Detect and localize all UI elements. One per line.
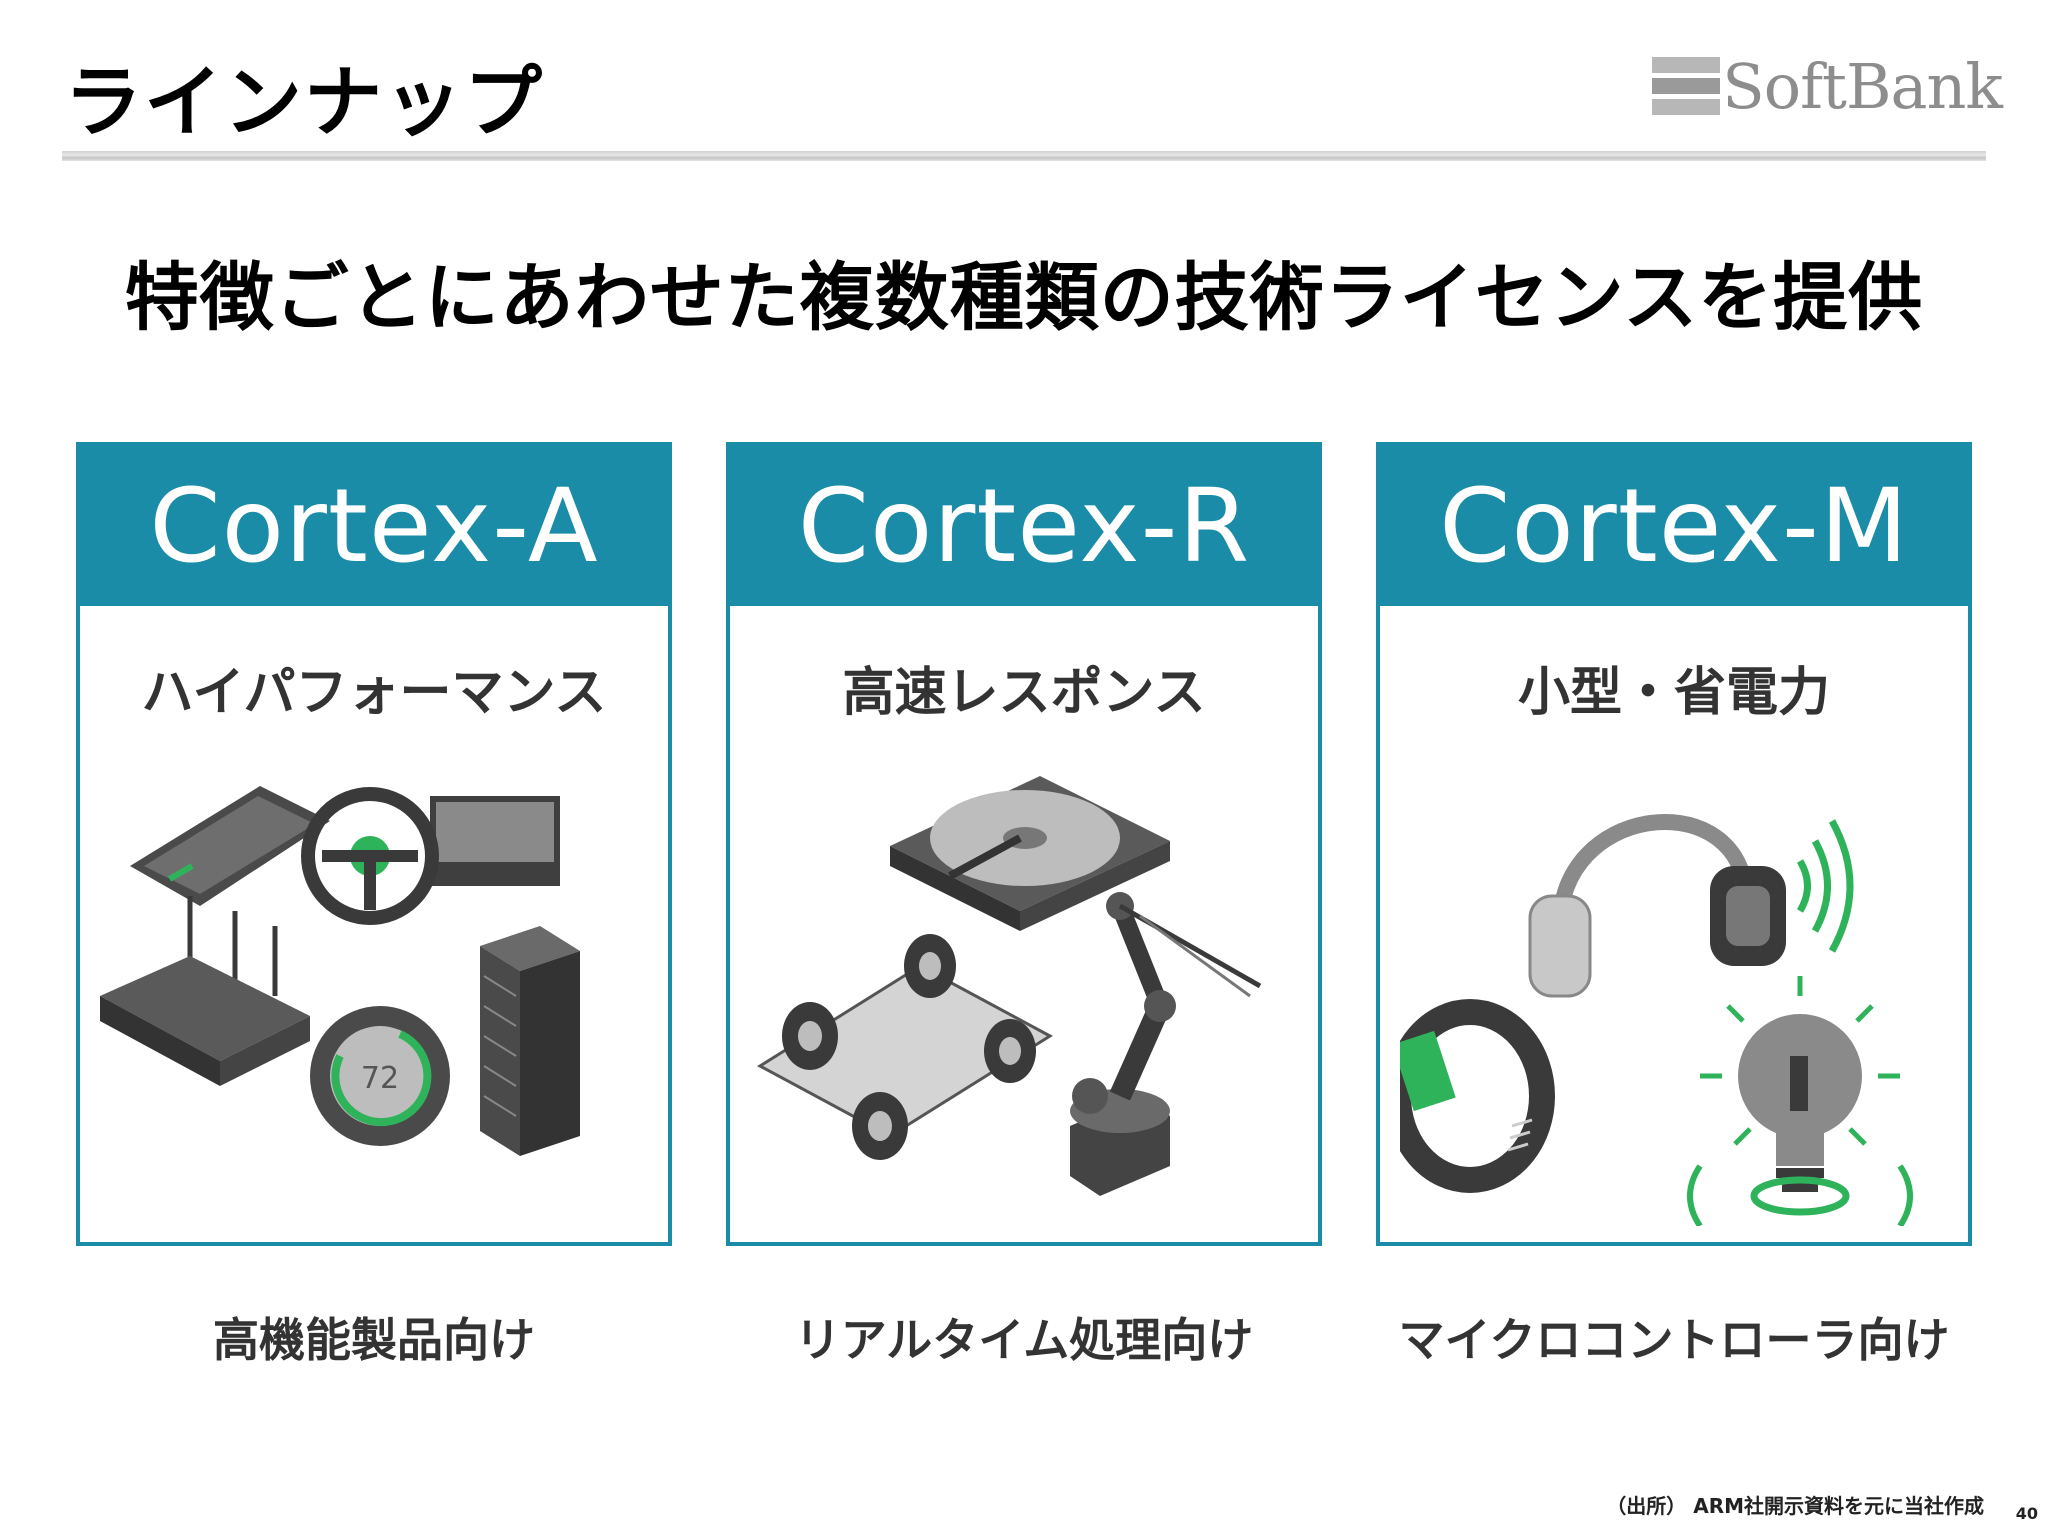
server-rack-icon	[480, 926, 580, 1156]
headphones-icon	[1528, 814, 1854, 998]
smartphone-icon	[130, 786, 330, 906]
softbank-logo-icon	[1652, 57, 1720, 115]
fitness-band-icon	[1400, 999, 1555, 1193]
page-title: ラインナップ	[64, 58, 545, 148]
card-caption-cortex-a: 高機能製品向け	[213, 1313, 535, 1367]
hard-disk-icon	[890, 776, 1170, 931]
softbank-logo: SoftBank	[1652, 49, 2003, 123]
robot-arm-icon	[1070, 892, 1262, 1196]
high-performance-devices-illustration: 72	[100, 786, 580, 1156]
real-time-devices-illustration	[757, 776, 1262, 1196]
card-cortex-r: Cortex-R 高速レスポンス	[726, 442, 1322, 1246]
car-chassis-icon	[757, 934, 1053, 1160]
car-dashboard-icon	[301, 787, 560, 925]
source-note: （出所） ARM社開示資料を元に当社作成	[1606, 1494, 1984, 1518]
card-feature: ハイパフォーマンス	[141, 663, 607, 723]
card-cortex-a: Cortex-A ハイパフォーマンス	[76, 442, 672, 1246]
card-title: Cortex-M	[1380, 446, 1968, 606]
router-icon	[100, 896, 310, 1086]
card-caption-cortex-m: マイクロコントローラ向け	[1398, 1313, 1950, 1367]
card-title: Cortex-A	[80, 446, 668, 606]
page-number: 40	[2015, 1504, 2038, 1523]
card-feature: 小型・省電力	[1517, 663, 1830, 723]
thermostat-value: 72	[361, 1061, 399, 1096]
card-title: Cortex-R	[730, 446, 1318, 606]
header-divider	[62, 151, 1986, 161]
card-feature: 高速レスポンス	[842, 663, 1206, 723]
light-bulb-icon	[1687, 976, 1913, 1226]
card-cortex-m: Cortex-M 小型・省電力	[1376, 442, 1972, 1246]
low-power-devices-illustration	[1400, 814, 1913, 1226]
slide-subtitle: 特徴ごとにあわせた複数種類の技術ライセンスを提供	[124, 255, 1924, 341]
thermostat-icon: 72	[310, 1006, 450, 1146]
card-caption-cortex-r: リアルタイム処理向け	[794, 1313, 1254, 1367]
logo-text: SoftBank	[1722, 49, 2003, 123]
